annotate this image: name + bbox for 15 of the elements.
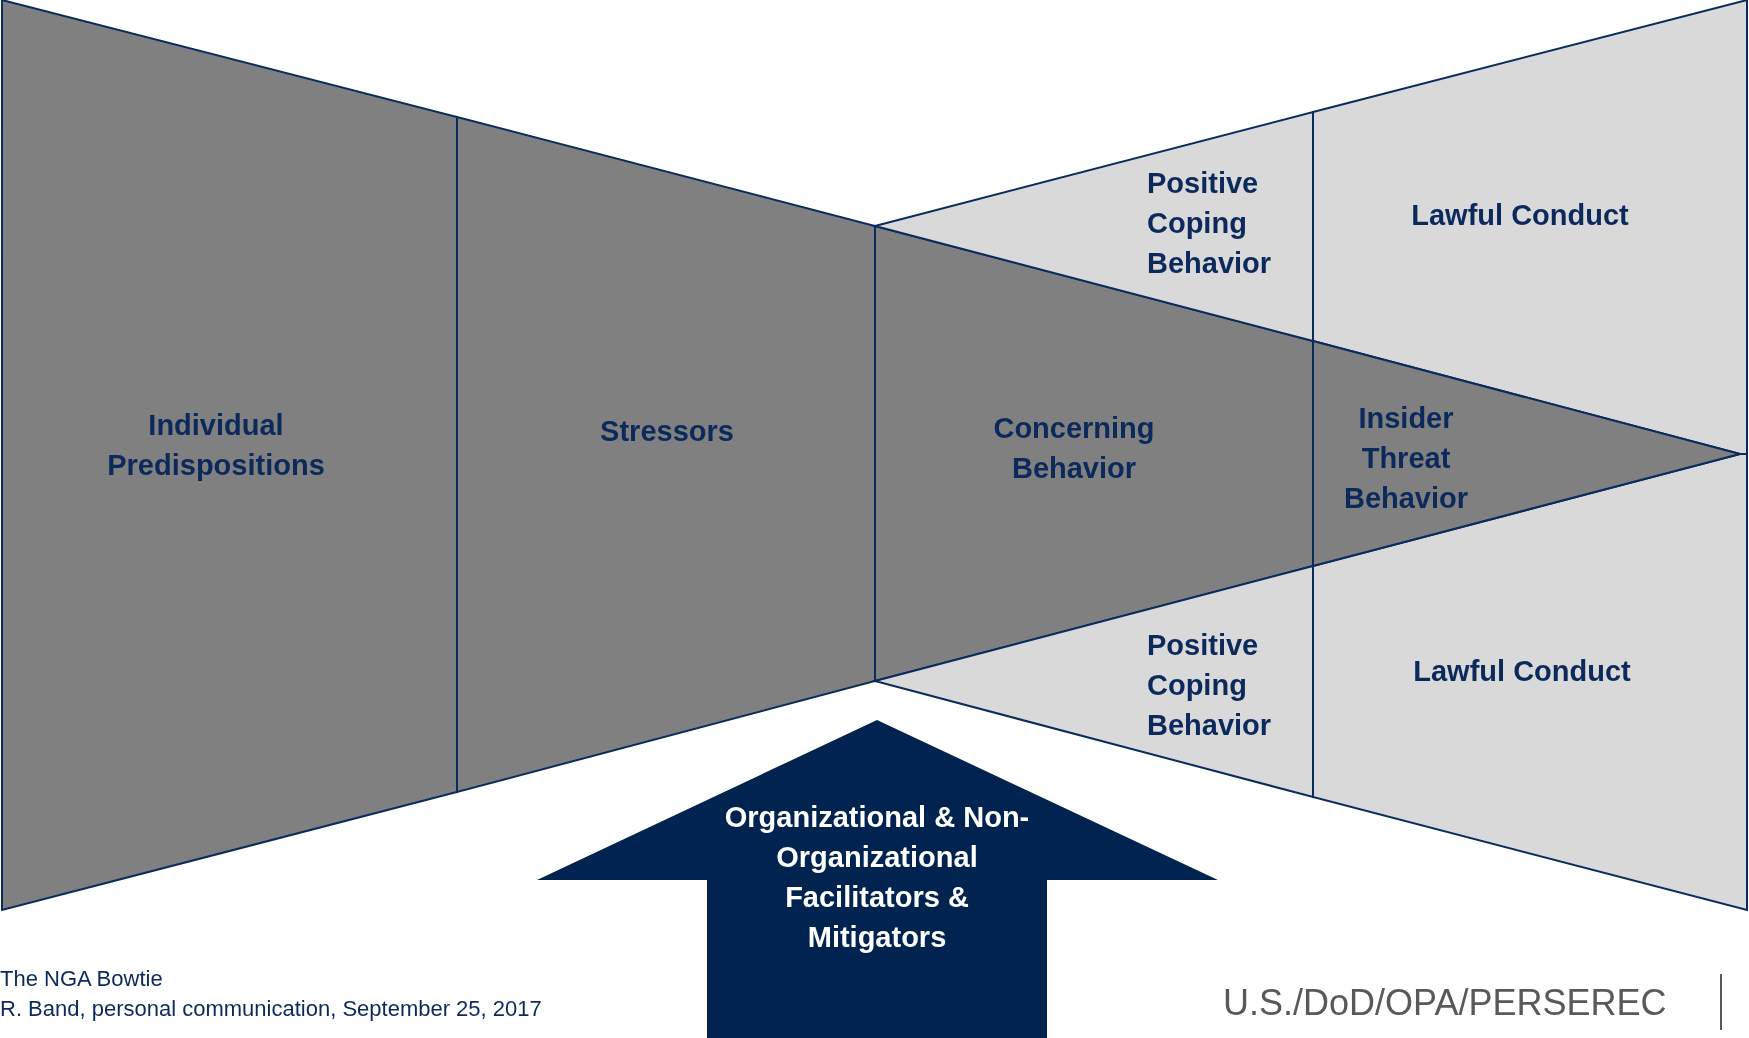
source-note: The NGA Bowtie (0, 966, 163, 992)
bowtie-section (457, 117, 875, 792)
agency-label: U.S./DoD/OPA/PERSEREC (1223, 982, 1667, 1024)
section-label: Insider Threat Behavior (1342, 401, 1470, 516)
citation-note: R. Band, personal communication, September 25, 2017 (0, 996, 542, 1022)
section-label: Lawful Conduct (1410, 198, 1630, 233)
section-label: Concerning Behavior (992, 411, 1156, 486)
section-label: Individual Predispositions (106, 408, 326, 483)
arrow-label: Organizational & Non-Organizational Facilitators & Mitigators (723, 800, 1031, 955)
section-label: Positive Coping Behavior (1147, 628, 1273, 743)
bowtie-section (2, 0, 457, 910)
section-label: Positive Coping Behavior (1147, 166, 1273, 281)
section-label: Stressors (599, 414, 735, 449)
bowtie-section (1313, 341, 1740, 566)
section-label: Lawful Conduct (1412, 654, 1632, 689)
